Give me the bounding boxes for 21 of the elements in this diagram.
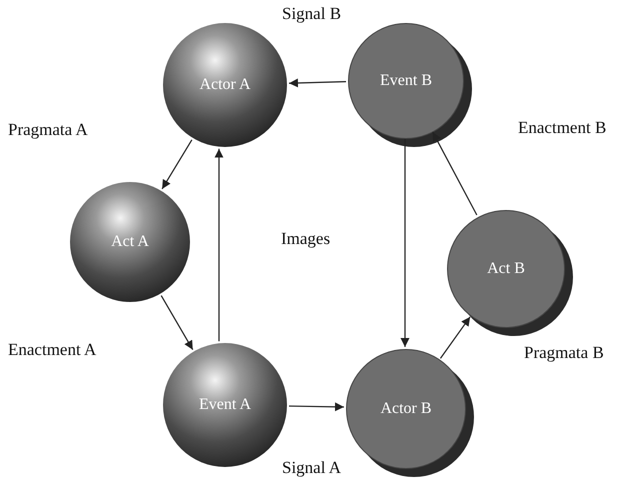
arrow (288, 78, 346, 88)
diagram-label: Pragmata A (8, 120, 88, 140)
node-label: Act A (111, 233, 149, 251)
diagram-label: Images (281, 229, 330, 249)
arrow (288, 402, 344, 412)
arrow (214, 148, 224, 342)
diagram-label: Enactment A (8, 340, 96, 360)
node-label: Event A (199, 396, 251, 414)
diagram-label: Pragmata B (524, 343, 604, 363)
arrow (432, 132, 478, 216)
node-label: Actor B (380, 400, 432, 418)
arrow (400, 139, 410, 347)
diagram-label: Signal A (282, 458, 342, 478)
diagram-label: Enactment B (518, 118, 606, 138)
arrow (440, 316, 471, 359)
node-label: Event B (380, 72, 432, 90)
arrow (160, 295, 194, 350)
diagram-label: Signal B (282, 4, 342, 24)
node-label: Act B (487, 260, 525, 278)
arrow (162, 139, 192, 190)
node-label: Actor A (199, 76, 251, 94)
